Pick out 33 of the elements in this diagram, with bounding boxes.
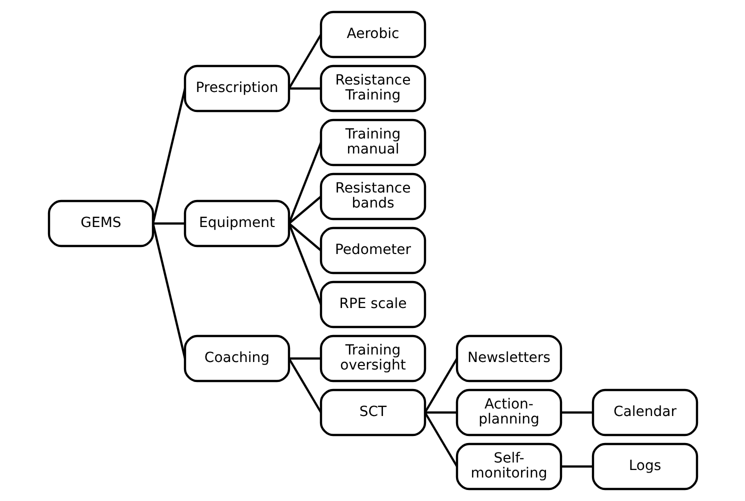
connector — [288, 34, 322, 90]
node-box: Resistance bands — [319, 172, 426, 220]
connector — [151, 88, 186, 224]
connector — [560, 411, 592, 414]
connector — [288, 222, 322, 252]
connector — [424, 411, 456, 414]
connector — [560, 465, 592, 468]
connector — [288, 196, 322, 224]
connector — [288, 357, 320, 360]
node-box: Newsletters — [455, 334, 562, 382]
connector — [287, 223, 322, 305]
node-box: Aerobic — [319, 10, 426, 58]
node-box: Pedometer — [319, 226, 426, 274]
connector — [424, 358, 458, 414]
node-box: Equipment — [183, 200, 290, 248]
node-box: RPE scale — [319, 280, 426, 328]
connector — [152, 222, 184, 225]
node-box: Training manual — [319, 118, 426, 166]
connector — [424, 412, 458, 468]
node-box: Self-monitoring — [455, 442, 562, 490]
node-box: Logs — [591, 442, 698, 490]
node-box: SCT — [319, 388, 426, 436]
node-box: Training oversight — [319, 334, 426, 382]
node-box: Calendar — [591, 388, 698, 436]
connector — [288, 87, 320, 90]
node-box: Coaching — [183, 334, 290, 382]
connector — [151, 223, 186, 359]
node-box: Prescription — [183, 64, 290, 112]
connector — [288, 358, 322, 414]
connector — [287, 142, 322, 224]
node-box: Action-planning — [455, 388, 562, 436]
node-box: Resistance Training — [319, 64, 426, 112]
node-box: GEMS — [47, 200, 154, 248]
